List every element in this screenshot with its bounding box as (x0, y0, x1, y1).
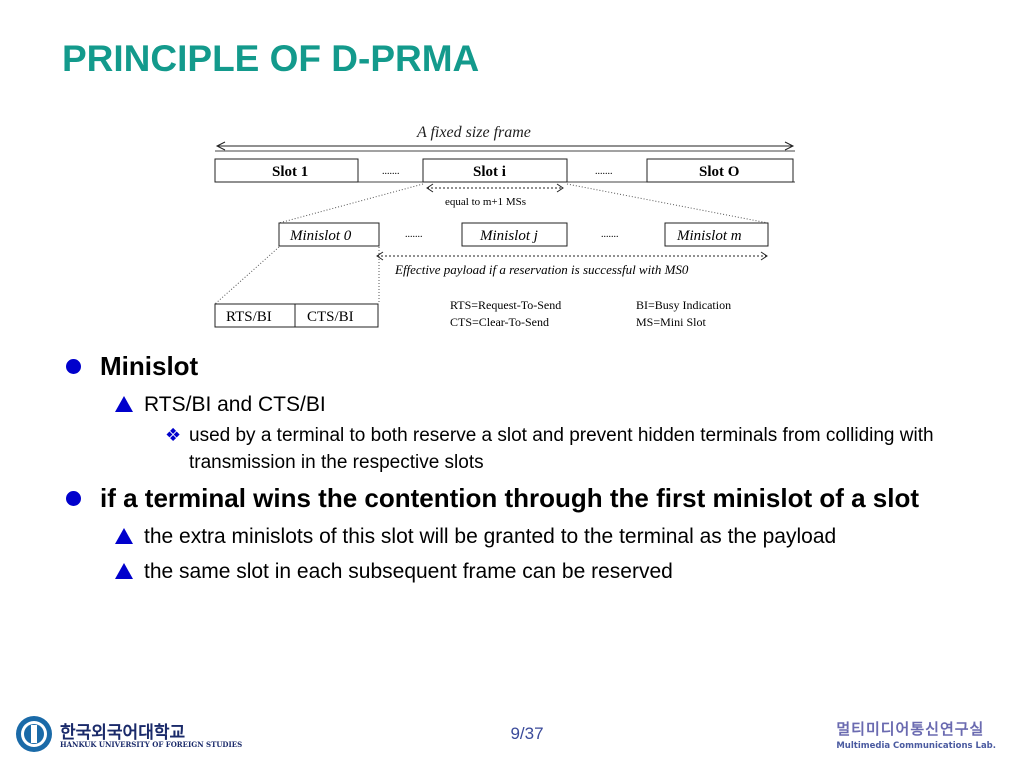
sub-bullet-text: RTS/BI and CTS/BI (144, 393, 326, 416)
legend-rts: RTS=Request-To-Send (450, 298, 561, 312)
minislot-dots-2: ....... (601, 229, 619, 240)
frame-arrow-left-head (215, 141, 226, 151)
triangle-bullet-icon (115, 396, 133, 412)
sub-bullet: the same slot in each subsequent frame c… (62, 556, 962, 587)
bullet-dot-icon (66, 491, 81, 506)
sub-bullet-text: the extra minislots of this slot will be… (144, 525, 837, 548)
bullet-contention: if a terminal wins the contention throug… (62, 480, 962, 517)
slot-dots-2: ....... (595, 166, 613, 177)
minislot-0-box (278, 222, 380, 247)
bullet-text: if a terminal wins the contention throug… (100, 483, 920, 513)
slot-i-box (422, 158, 568, 183)
minislot-dots-1: ....... (405, 229, 423, 240)
university-logo: 한국외국어대학교 HANKUK UNIVERSITY OF FOREIGN ST… (14, 714, 242, 759)
slot-1-label: Slot 1 (272, 164, 308, 180)
university-name-korean: 한국외국어대학교 (60, 723, 186, 743)
sub-bullet: the extra minislots of this slot will be… (62, 521, 962, 552)
minislot-m-box (664, 222, 769, 247)
minislot-j-box (461, 222, 568, 247)
subsub-bullet: ❖ used by a terminal to both reserve a s… (62, 422, 962, 476)
lab-name-korean: 멀티미디어통신연구실 (836, 720, 985, 738)
minislot-j-label: Minislot j (479, 228, 538, 244)
diamond-bullet-icon: ❖ (165, 425, 182, 446)
legend-bi: BI=Busy Indication (636, 298, 731, 312)
equal-label: equal to m+1 MSs (445, 196, 526, 208)
slide-title: PRINCIPLE OF D-PRMA (62, 38, 480, 79)
legend-cts: CTS=Clear-To-Send (450, 315, 549, 329)
university-name-english: HANKUK UNIVERSITY OF FOREIGN STUDIES (60, 740, 243, 749)
slot-i-label: Slot i (473, 164, 506, 180)
bullet-text: Minislot (100, 351, 199, 381)
sub-bullet-text: the same slot in each subsequent frame c… (144, 560, 673, 583)
page-number: 9/37 (510, 724, 544, 743)
cts-bi-label: CTS/BI (307, 309, 354, 325)
payload-label: Effective payload if a reservation is su… (394, 262, 689, 277)
cts-bi-box (294, 303, 379, 328)
dprma-frame-diagram: A fixed size frame Slot 1 ....... Slot i… (214, 124, 795, 329)
slot-o-label: Slot O (699, 164, 739, 180)
minislot-m-label: Minislot m (676, 228, 742, 244)
lab-logo: 멀티미디어통신연구실 Multimedia Communications Lab… (836, 718, 996, 751)
slot-dots-1: ....... (382, 166, 400, 177)
minislot-0-label: Minislot 0 (289, 228, 352, 244)
triangle-bullet-icon (115, 528, 133, 544)
bullet-minislot: Minislot (62, 348, 962, 385)
slot-o-box (646, 158, 794, 183)
frame-arrow-right-head (784, 141, 795, 151)
bullet-dot-icon (66, 359, 81, 374)
sub-bullet: RTS/BI and CTS/BI (62, 389, 962, 420)
subsub-bullet-text: used by a terminal to both reserve a slo… (189, 425, 934, 473)
legend-ms: MS=Mini Slot (636, 315, 706, 329)
slot-1-box (214, 158, 359, 183)
frame-label: A fixed size frame (416, 124, 531, 141)
triangle-bullet-icon (115, 563, 133, 579)
bullet-list: Minislot RTS/BI and CTS/BI ❖ used by a t… (62, 342, 962, 587)
lab-name-english: Multimedia Communications Lab. (836, 741, 996, 751)
university-emblem-icon (16, 716, 52, 752)
rts-bi-label: RTS/BI (226, 309, 272, 325)
